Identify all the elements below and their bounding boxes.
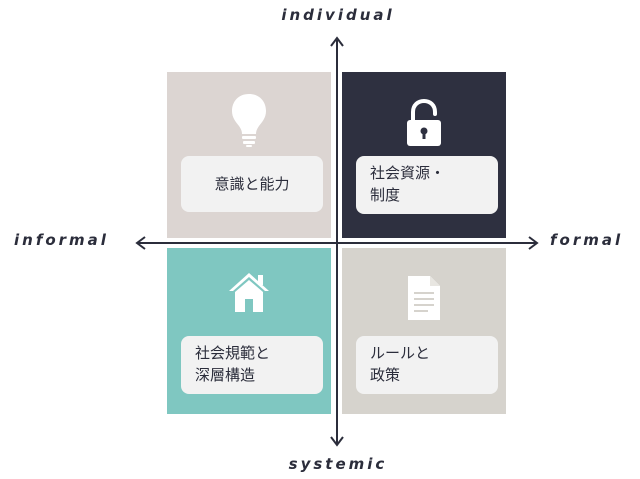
axis-label-bottom: systemic bbox=[288, 455, 388, 473]
axis-label-left: informal bbox=[14, 231, 109, 249]
axis-label-top: individual bbox=[281, 6, 395, 24]
axis-arrow-down bbox=[330, 436, 344, 447]
quadrant-label: ルールと 政策 bbox=[356, 336, 498, 394]
quadrant-rules-policies: ルールと 政策 bbox=[342, 248, 506, 414]
axis-arrow-right bbox=[528, 236, 539, 250]
quadrant-social-resources: 社会資源・ 制度 bbox=[342, 72, 506, 238]
axis-arrow-left bbox=[135, 236, 146, 250]
quadrant-label: 社会規範と 深層構造 bbox=[181, 336, 323, 394]
quadrant-label: 社会資源・ 制度 bbox=[356, 156, 498, 214]
quadrant-label: 意識と能力 bbox=[181, 156, 323, 212]
axis-arrow-up bbox=[330, 36, 344, 47]
axis-label-right: formal bbox=[550, 231, 624, 249]
quadrant-awareness-capability: 意識と能力 bbox=[167, 72, 331, 238]
quadrant-social-norms: 社会規範と 深層構造 bbox=[167, 248, 331, 414]
open-padlock-icon bbox=[404, 98, 444, 148]
lightbulb-icon bbox=[229, 92, 269, 148]
house-icon bbox=[227, 270, 271, 314]
document-icon bbox=[406, 274, 442, 322]
